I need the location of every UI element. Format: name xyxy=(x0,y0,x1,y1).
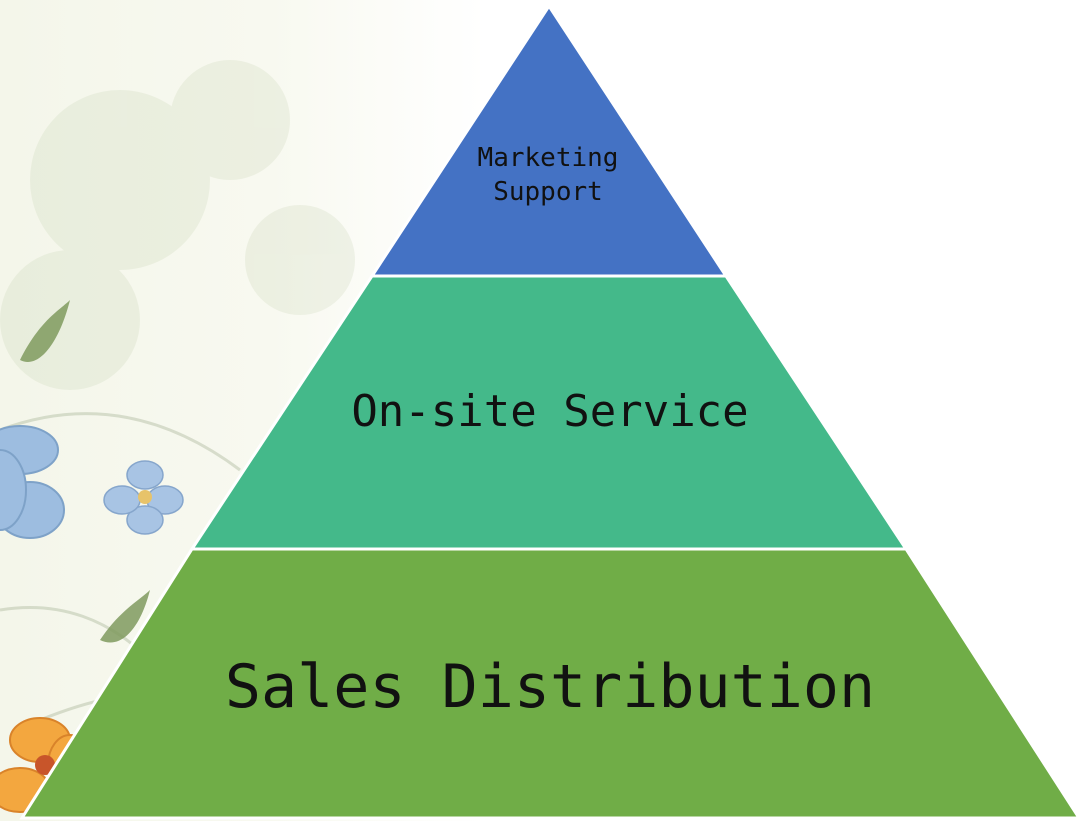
tier-label-on-site-service: On-site Service xyxy=(351,386,749,437)
leaf-icon xyxy=(20,300,150,643)
small-blue-flower-icon xyxy=(103,460,184,535)
pyramid-tier-bottom xyxy=(19,547,1079,820)
tier-label-marketing-support: Marketing Support xyxy=(477,143,619,207)
tier-label-sales-distribution: Sales Distribution xyxy=(224,652,876,722)
pyramid-tier-top xyxy=(369,3,729,278)
blue-flower-icon xyxy=(0,425,65,539)
